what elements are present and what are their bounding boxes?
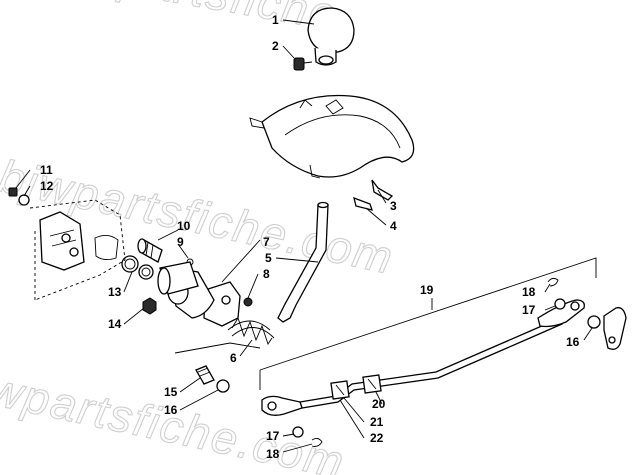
callout-15: 15: [164, 385, 178, 399]
callout-12: 12: [40, 179, 54, 193]
callout-6: 6: [230, 351, 237, 365]
knob-screw: [293, 57, 313, 71]
shift-gate: [249, 94, 415, 179]
callout-13: 13: [108, 285, 122, 299]
callout-19: 19: [420, 283, 434, 297]
gate-screws: [353, 179, 394, 211]
callout-1: 1: [272, 13, 279, 27]
frame-screw: [8, 187, 30, 206]
lower-washer-clip: [292, 426, 323, 447]
callout-17-right: 17: [522, 303, 536, 317]
flange-nut: [142, 297, 157, 315]
shift-lever-rod: [277, 201, 329, 323]
callout-11: 11: [40, 163, 53, 177]
lock-nut: [243, 297, 253, 307]
callout-9: 9: [177, 235, 184, 249]
callout-7: 7: [263, 235, 270, 249]
assembly-bracket-lines: [174, 257, 597, 390]
spring: [227, 316, 275, 346]
callout-17-left: 17: [266, 429, 280, 443]
callout-8: 8: [263, 267, 270, 281]
rod-end-left: [261, 395, 303, 416]
callout-2: 2: [272, 39, 279, 53]
callout-5: 5: [265, 251, 272, 265]
callout-16-left: 16: [164, 403, 178, 417]
callout-4: 4: [390, 219, 397, 233]
frame-bracket: [29, 199, 126, 301]
leader-lines: [15, 19, 593, 453]
callout-18-left: 18: [266, 447, 280, 461]
o-ring-washers: [121, 255, 154, 280]
callout-21: 21: [370, 415, 384, 429]
callout-10: 10: [177, 219, 191, 233]
callout-22: 22: [370, 431, 384, 445]
callout-18-right: 18: [522, 285, 536, 299]
ball-joint: [195, 365, 230, 393]
callout-3: 3: [390, 199, 397, 213]
callout-20: 20: [372, 397, 386, 411]
shift-knob: [307, 7, 355, 66]
adjuster-nuts: [330, 374, 382, 400]
callout-14: 14: [108, 317, 122, 331]
callout-labels: 1 2 3 4 5 6 7 8 9 10 11 12 13 14 15 16 1…: [40, 13, 580, 461]
right-hardware: [547, 277, 627, 350]
cross-shaft: [157, 261, 199, 295]
shaft-bolt: [137, 238, 194, 266]
watermark-line-1: oiwpartsfiche: [43, 0, 342, 40]
callout-16-right: 16: [566, 335, 580, 349]
